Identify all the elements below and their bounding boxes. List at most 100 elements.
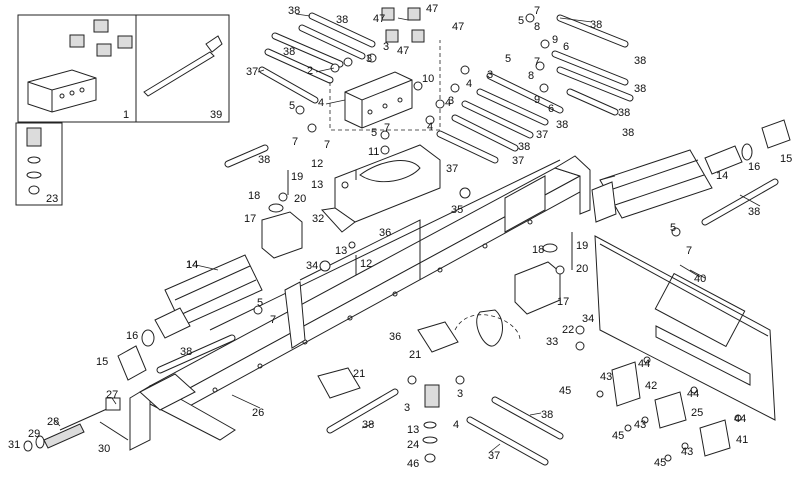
callout-45: 45 [559, 385, 571, 397]
callout-38: 38 [748, 206, 760, 218]
callout-5: 5 [518, 15, 524, 27]
rod-38-i [476, 88, 549, 126]
rod-38-a [308, 12, 376, 48]
callout-30: 30 [98, 443, 110, 455]
callout-4: 4 [453, 419, 459, 431]
callout-38: 38 [362, 419, 374, 431]
callout-38: 38 [541, 409, 553, 421]
rod-38-e [556, 14, 629, 48]
cylinder-rear [591, 119, 791, 223]
callout-36: 36 [379, 227, 391, 239]
callout-12: 12 [311, 158, 323, 170]
callout-13: 13 [335, 245, 347, 257]
callout-38: 38 [634, 83, 646, 95]
chassis-frame [129, 155, 591, 451]
rod-38-l [701, 178, 779, 226]
callout-14: 14 [186, 259, 198, 271]
callout-22: 22 [562, 324, 574, 336]
callout-43: 43 [681, 446, 693, 458]
callout-14: 14 [716, 170, 728, 182]
callout-47: 47 [373, 13, 385, 25]
callout-44: 44 [687, 388, 699, 400]
callout-38: 38 [336, 14, 348, 26]
rod-37-b [486, 72, 564, 114]
rod-38-h [566, 88, 619, 116]
callout-21: 21 [353, 368, 365, 380]
callout-34: 34 [582, 313, 594, 325]
callout-43: 43 [600, 371, 612, 383]
callout-7: 7 [292, 136, 298, 148]
callout-3: 3 [383, 41, 389, 53]
callout-24: 24 [407, 439, 419, 451]
callout-9: 9 [552, 34, 558, 46]
callout-6: 6 [563, 41, 569, 53]
callout-38: 38 [618, 107, 630, 119]
top-plate [321, 144, 441, 233]
link-and-plates [317, 309, 521, 399]
callout-labels: 1 39 23 38 38 38 37 2 4 3 3 47 47 47 47 … [8, 3, 792, 470]
rod-37-e [466, 416, 549, 466]
callout-4: 4 [427, 121, 433, 133]
front-shaft-assembly [23, 397, 129, 452]
callout-37: 37 [446, 163, 458, 175]
callout-47: 47 [397, 45, 409, 57]
callout-31: 31 [8, 439, 20, 451]
relay-group [596, 356, 742, 462]
bracket-17-right [514, 232, 573, 315]
rod-38-m [156, 334, 236, 374]
callout-17: 17 [557, 296, 569, 308]
callout-8: 8 [528, 70, 534, 82]
rod-38-j [451, 114, 519, 152]
callout-27: 27 [106, 389, 118, 401]
callout-38: 38 [518, 141, 530, 153]
callout-38: 38 [258, 154, 270, 166]
callout-38: 38 [288, 5, 300, 17]
callout-39: 39 [210, 109, 222, 121]
callout-37: 37 [512, 155, 524, 167]
rod-37-c [461, 100, 534, 139]
callout-38: 38 [556, 119, 568, 131]
callout-38: 38 [283, 46, 295, 58]
callout-47: 47 [426, 3, 438, 15]
rod-38-b [298, 24, 366, 60]
callout-3: 3 [457, 388, 463, 400]
callout-32: 32 [312, 213, 324, 225]
rod-38-f [551, 50, 629, 86]
callout-7: 7 [534, 56, 540, 68]
rod-38-c [271, 32, 344, 68]
callout-7: 7 [534, 5, 540, 17]
callout-8: 8 [534, 21, 540, 33]
callout-29: 29 [28, 428, 40, 440]
valve-block-assembly [329, 7, 441, 131]
callout-15: 15 [780, 153, 792, 165]
callout-4: 4 [445, 97, 451, 109]
callout-45: 45 [654, 457, 666, 469]
callout-28: 28 [47, 416, 59, 428]
inset-box-valve-block [15, 14, 230, 206]
callout-36: 36 [389, 331, 401, 343]
callout-20: 20 [576, 263, 588, 275]
callout-19: 19 [576, 240, 588, 252]
callout-3: 3 [404, 402, 410, 414]
callout-6: 6 [548, 103, 554, 115]
rod-38-g [556, 66, 634, 102]
callout-37: 37 [536, 129, 548, 141]
callout-42: 42 [645, 380, 657, 392]
side-panel [594, 235, 776, 421]
callout-21: 21 [409, 349, 421, 361]
callout-7: 7 [686, 245, 692, 257]
callout-10: 10 [422, 73, 434, 85]
leader-lines [53, 13, 761, 453]
rod-38-k [224, 144, 269, 168]
callout-20: 20 [294, 193, 306, 205]
callout-13: 13 [407, 424, 419, 436]
callout-11: 11 [368, 146, 379, 158]
callout-26: 26 [252, 407, 264, 419]
callout-44: 44 [734, 413, 746, 425]
callout-4: 4 [318, 97, 324, 109]
callout-38: 38 [590, 19, 602, 31]
rod-37-d [436, 130, 499, 164]
callout-1: 1 [123, 109, 129, 121]
callout-14: 14 [186, 259, 198, 271]
